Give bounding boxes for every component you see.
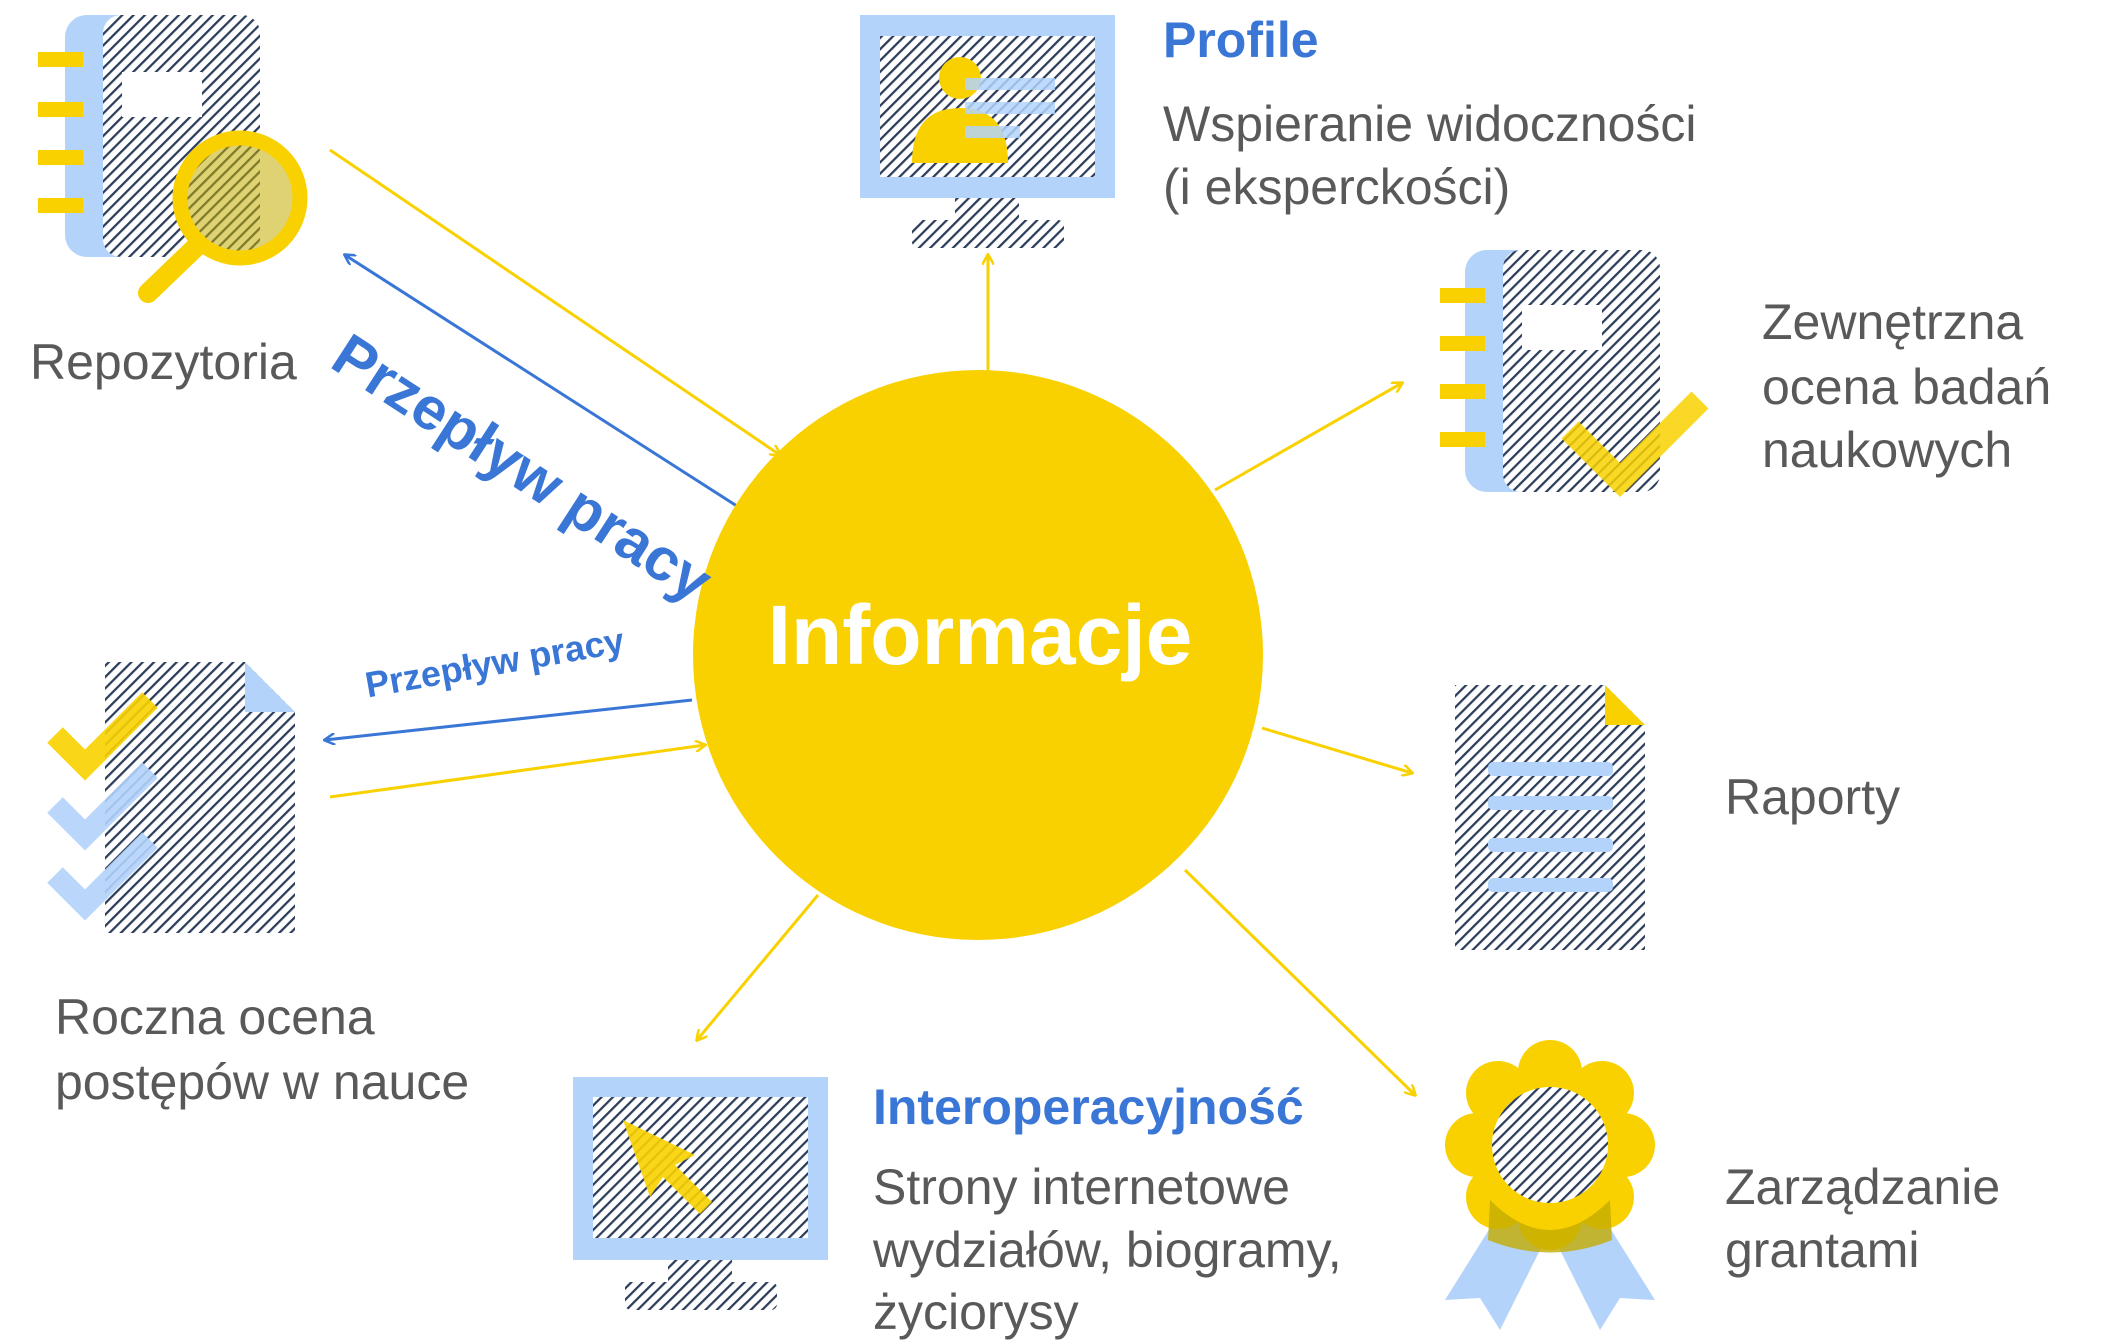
connectors [325, 148, 1415, 1095]
profiles-title: Profile [1163, 12, 1319, 68]
profiles-line-1: Wspieranie widoczności [1163, 96, 1697, 152]
evaluation-line-3: naukowych [1762, 422, 2013, 478]
evaluation-line-1: Zewnętrzna [1762, 294, 2024, 350]
notebook-search-icon [38, 15, 308, 303]
arrow-center-to-annual-review [325, 698, 693, 740]
document-report-icon [1455, 685, 1645, 950]
arrow-center-to-repositories [345, 255, 741, 510]
monitor-profile-icon [860, 15, 1115, 248]
grants-line-2: grantami [1725, 1222, 1920, 1278]
annual-review-line-1: Roczna ocena [55, 989, 375, 1045]
interoperability-line-1: Strony internetowe [873, 1159, 1290, 1215]
reports-label: Raporty [1725, 769, 1901, 825]
arrow-center-to-grants [1183, 868, 1415, 1095]
interoperability-line-3: życiorysy [873, 1284, 1079, 1340]
grants-line-1: Zarządzanie [1725, 1159, 2001, 1215]
notebook-check-icon [1440, 250, 1709, 497]
center-circle [693, 370, 1263, 940]
arrow-repositories-to-center [329, 148, 780, 455]
arrow-annual-review-to-center [329, 745, 705, 799]
interoperability-title: Interoperacyjność [873, 1079, 1304, 1135]
annual-review-line-2: postępów w nauce [55, 1054, 470, 1110]
arrow-center-to-evaluation [1214, 383, 1402, 492]
arrow-center-to-interoperability [697, 894, 820, 1040]
profiles-line-2: (i eksperckości) [1163, 159, 1511, 215]
award-rosette-icon [1445, 1040, 1655, 1330]
evaluation-line-2: ocena badań [1762, 359, 2052, 415]
interoperability-line-2: wydziałów, biogramy, [873, 1222, 1342, 1278]
document-checklist-icon [47, 662, 295, 933]
monitor-cursor-icon [573, 1077, 828, 1310]
repositories-label: Repozytoria [30, 334, 297, 390]
center-label: Informacje [767, 588, 1193, 682]
arrow-center-to-reports [1261, 726, 1412, 773]
